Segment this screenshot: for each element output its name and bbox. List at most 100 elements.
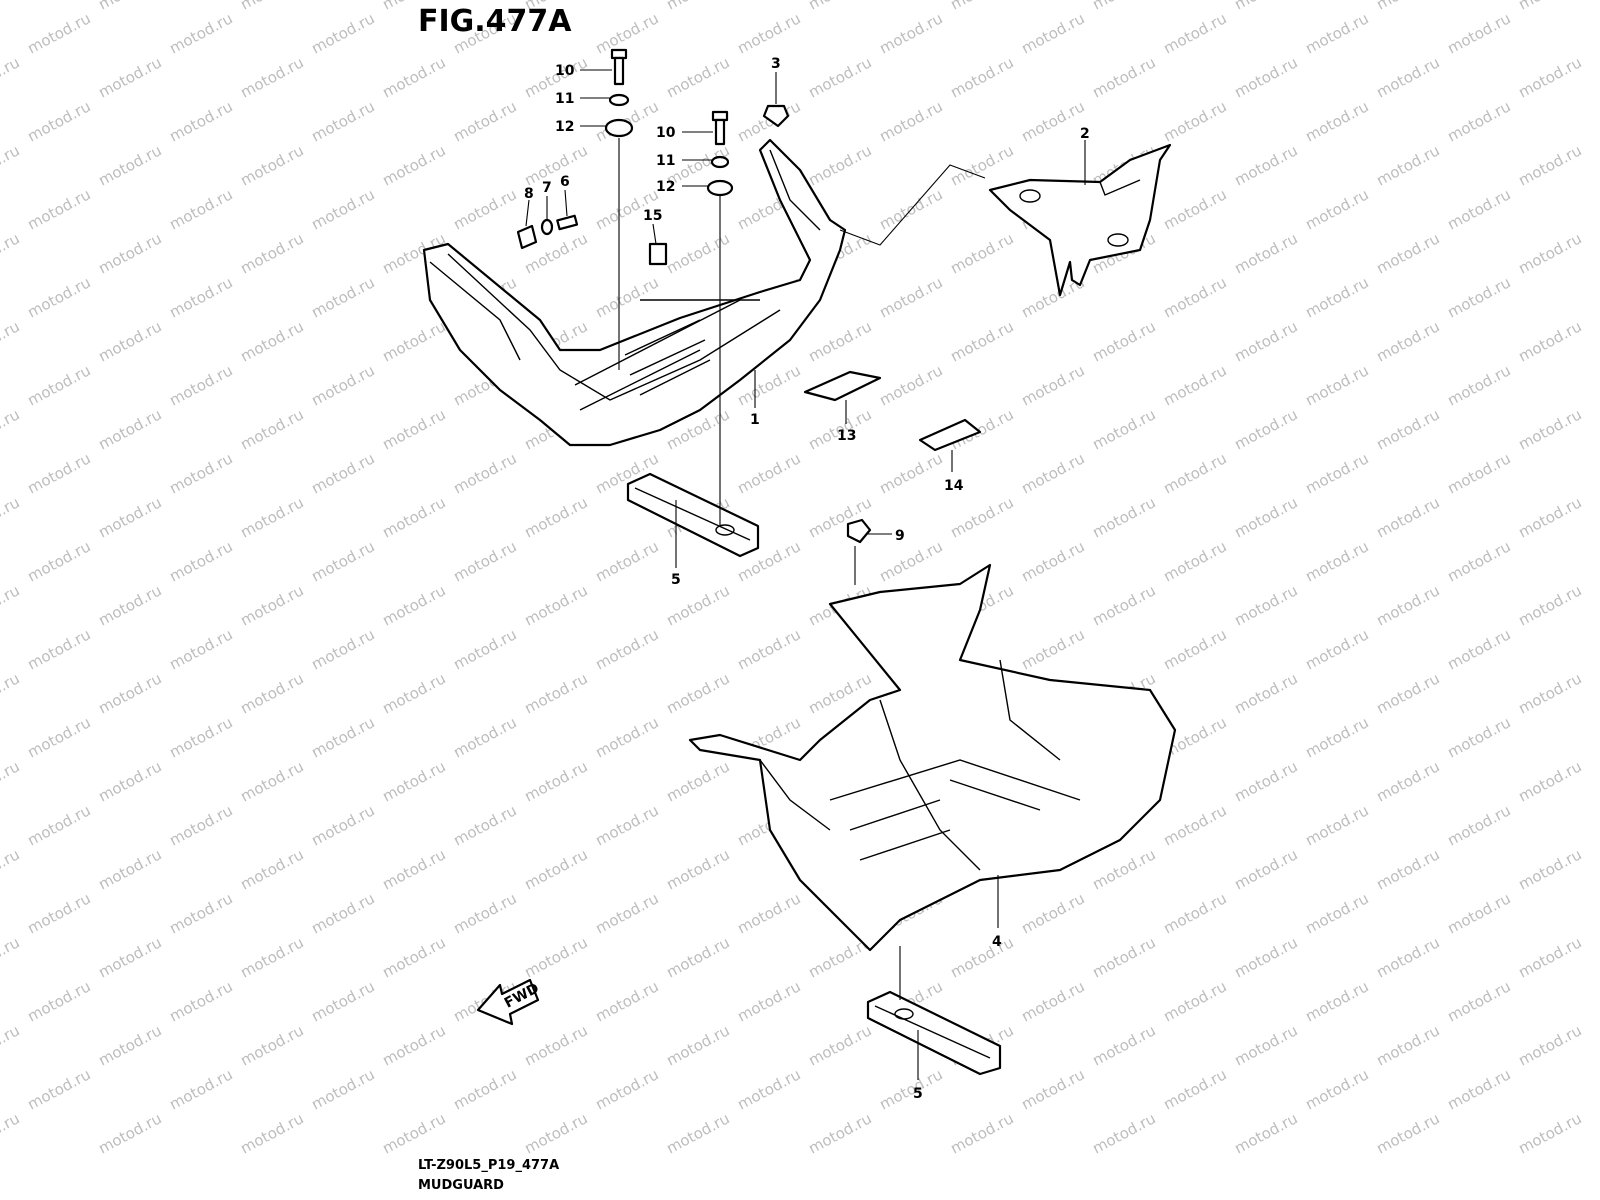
watermark-text: motod.ru — [1515, 669, 1584, 717]
watermark-text: motod.ru — [947, 493, 1016, 541]
watermark-text: motod.ru — [0, 1109, 23, 1157]
watermark-text: motod.ru — [521, 581, 590, 629]
watermark-text: motod.ru — [1302, 361, 1371, 409]
watermark-text: motod.ru — [734, 449, 803, 497]
watermark-text: motod.ru — [308, 9, 377, 57]
watermark-text: motod.ru — [450, 713, 519, 761]
part-label-4: 4 — [992, 934, 1002, 950]
watermark-text: motod.ru — [805, 1021, 874, 1069]
watermark-text: motod.ru — [1302, 625, 1371, 673]
part-label-1: 1 — [750, 412, 760, 428]
watermark-text: motod.ru — [1515, 53, 1584, 101]
watermark-text: motod.ru — [592, 801, 661, 849]
watermark-text: motod.ru — [1160, 625, 1229, 673]
watermark-text: motod.ru — [1018, 625, 1087, 673]
watermark-text: motod.ru — [734, 1065, 803, 1113]
watermark-text: motod.ru — [1231, 669, 1300, 717]
watermark-text: motod.ru — [308, 625, 377, 673]
watermark-text: motod.ru — [1018, 361, 1087, 409]
watermark-text: motod.ru — [166, 185, 235, 233]
watermark-text: motod.ru — [237, 757, 306, 805]
watermark-text: motod.ru — [1160, 449, 1229, 497]
watermark-text: motod.ru — [450, 625, 519, 673]
washer-part-11 — [608, 93, 630, 107]
watermark-text: motod.ru — [1444, 713, 1513, 761]
watermark-text: motod.ru — [734, 977, 803, 1025]
watermark-text: motod.ru — [0, 405, 23, 453]
watermark-text: motod.ru — [1444, 801, 1513, 849]
watermark-text: motod.ru — [1373, 1109, 1442, 1157]
watermark-text: motod.ru — [1302, 185, 1371, 233]
clip-part-3 — [762, 104, 790, 128]
watermark-text: motod.ru — [663, 229, 732, 277]
front-mudguard-part-1 — [422, 138, 847, 447]
watermark-text: motod.ru — [1231, 493, 1300, 541]
watermark-text: motod.ru — [1373, 141, 1442, 189]
washer-part-7 — [540, 218, 554, 236]
watermark-text: motod.ru — [308, 713, 377, 761]
watermark-text: motod.ru — [24, 537, 93, 585]
watermark-text: motod.ru — [450, 1065, 519, 1113]
bolt-part-6 — [556, 214, 579, 231]
watermark-text: motod.ru — [876, 9, 945, 57]
watermark-text: motod.ru — [1018, 449, 1087, 497]
watermark-text: motod.ru — [1231, 405, 1300, 453]
part-label-6: 6 — [560, 174, 570, 190]
watermark-text: motod.ru — [1231, 757, 1300, 805]
footrest-mat-part-5-lower — [866, 990, 1002, 1076]
watermark-text: motod.ru — [1515, 0, 1584, 14]
watermark-text: motod.ru — [0, 229, 23, 277]
rear-mudguard-part-4 — [688, 563, 1177, 952]
part-label-7: 7 — [542, 180, 552, 196]
watermark-text: motod.ru — [876, 449, 945, 497]
watermark-text: motod.ru — [24, 273, 93, 321]
watermark-text: motod.ru — [0, 141, 23, 189]
figure-name: MUDGUARD — [418, 1178, 504, 1193]
watermark-text: motod.ru — [1515, 1109, 1584, 1157]
watermark-text: motod.ru — [1160, 361, 1229, 409]
watermark-text: motod.ru — [95, 581, 164, 629]
watermark-text: motod.ru — [1444, 1065, 1513, 1113]
part-label-2: 2 — [1080, 126, 1090, 142]
watermark-text: motod.ru — [237, 405, 306, 453]
watermark-text: motod.ru — [1231, 581, 1300, 629]
watermark-text: motod.ru — [1373, 405, 1442, 453]
part-label-13: 13 — [837, 428, 856, 444]
watermark-text: motod.ru — [0, 669, 23, 717]
watermark-text: motod.ru — [1515, 845, 1584, 893]
watermark-text: motod.ru — [1089, 405, 1158, 453]
watermark-text: motod.ru — [805, 141, 874, 189]
watermark-text: motod.ru — [95, 0, 164, 14]
watermark-text: motod.ru — [1231, 0, 1300, 14]
nut-part-8 — [516, 224, 538, 250]
watermark-text: motod.ru — [1160, 889, 1229, 937]
watermark-text: motod.ru — [947, 1109, 1016, 1157]
part-label-10b: 10 — [656, 125, 676, 141]
watermark-text: motod.ru — [1515, 757, 1584, 805]
bolt-part-10b — [711, 110, 729, 146]
watermark-text: motod.ru — [1231, 933, 1300, 981]
watermark-text: motod.ru — [166, 537, 235, 585]
watermark-text: motod.ru — [734, 625, 803, 673]
watermark-text: motod.ru — [1018, 9, 1087, 57]
watermark-text: motod.ru — [95, 53, 164, 101]
part-label-11b: 11 — [656, 153, 675, 169]
watermark-text: motod.ru — [379, 1021, 448, 1069]
watermark-text: motod.ru — [166, 625, 235, 673]
watermark-text: motod.ru — [237, 1021, 306, 1069]
cushion-part-12 — [604, 118, 634, 138]
watermark-text: motod.ru — [947, 53, 1016, 101]
part-labels: 10 11 12 10 11 12 3 2 8 7 6 15 1 13 14 5… — [524, 56, 1090, 1102]
part-label-11: 11 — [555, 91, 574, 107]
watermark-text: motod.ru — [1302, 449, 1371, 497]
watermark-text: motod.ru — [379, 581, 448, 629]
watermark-text: motod.ru — [166, 713, 235, 761]
watermark-text: motod.ru — [805, 53, 874, 101]
watermark-text: motod.ru — [379, 53, 448, 101]
watermark-text: motod.ru — [521, 141, 590, 189]
watermark-text: motod.ru — [947, 933, 1016, 981]
watermark-text: motod.ru — [1515, 493, 1584, 541]
watermark-text: motod.ru — [947, 317, 1016, 365]
watermark-text: motod.ru — [237, 845, 306, 893]
